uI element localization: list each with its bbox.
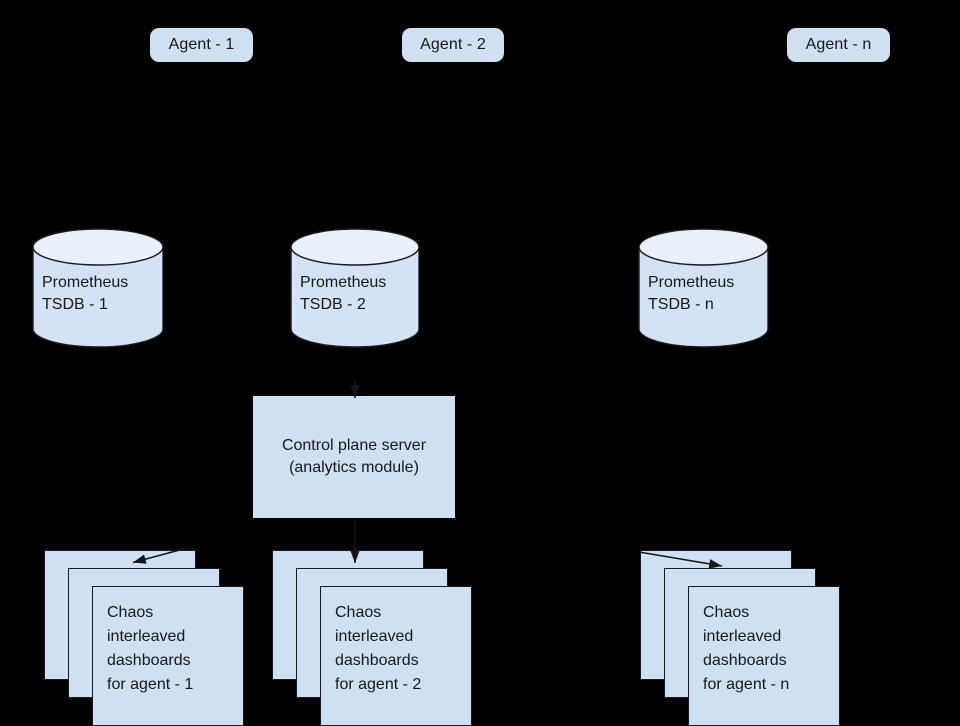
dashboard-stack-2-label: Chaos interleaved dashboards for agent -…: [335, 604, 422, 693]
dashboard-card-front[interactable]: Chaos interleaved dashboards for agent -…: [92, 586, 244, 726]
prometheus-tsdb-node-n-label: Prometheus TSDB - n: [648, 274, 735, 313]
dashboard-stack-1-label: Chaos interleaved dashboards for agent -…: [107, 604, 194, 693]
prometheus-tsdb-node-2-label: Prometheus TSDB - 2: [300, 274, 387, 313]
agent-node-n-label: Agent - n: [805, 36, 872, 53]
cylinder-shape-icon: [32, 228, 164, 348]
dashboard-card-front[interactable]: Chaos interleaved dashboards for agent -…: [320, 586, 472, 726]
agent-node-2[interactable]: Agent - 2: [402, 28, 504, 62]
agent-node-1[interactable]: Agent - 1: [150, 28, 253, 62]
dashboard-stack-n[interactable]: Chaos interleaved dashboards for agent -…: [640, 550, 840, 726]
dashboard-card-front[interactable]: Chaos interleaved dashboards for agent -…: [688, 586, 840, 726]
prometheus-tsdb-node-n[interactable]: Prometheus TSDB - n: [638, 228, 769, 348]
control-plane-server-label: Control plane server (analytics module): [281, 437, 427, 476]
prometheus-tsdb-node-2[interactable]: Prometheus TSDB - 2: [290, 228, 420, 348]
dashboard-stack-1[interactable]: Chaos interleaved dashboards for agent -…: [44, 550, 244, 726]
prometheus-tsdb-node-1-label: Prometheus TSDB - 1: [42, 274, 129, 313]
cylinder-shape-icon: [290, 228, 420, 348]
cylinder-shape-icon: [638, 228, 769, 348]
agent-node-1-label: Agent - 1: [168, 36, 235, 53]
dashboard-stack-n-label: Chaos interleaved dashboards for agent -…: [703, 604, 790, 693]
prometheus-tsdb-node-1[interactable]: Prometheus TSDB - 1: [32, 228, 164, 348]
control-plane-server-node[interactable]: Control plane server (analytics module): [253, 396, 455, 518]
agent-node-n[interactable]: Agent - n: [787, 28, 890, 62]
dashboard-stack-2[interactable]: Chaos interleaved dashboards for agent -…: [272, 550, 472, 726]
agent-node-2-label: Agent - 2: [420, 36, 486, 53]
